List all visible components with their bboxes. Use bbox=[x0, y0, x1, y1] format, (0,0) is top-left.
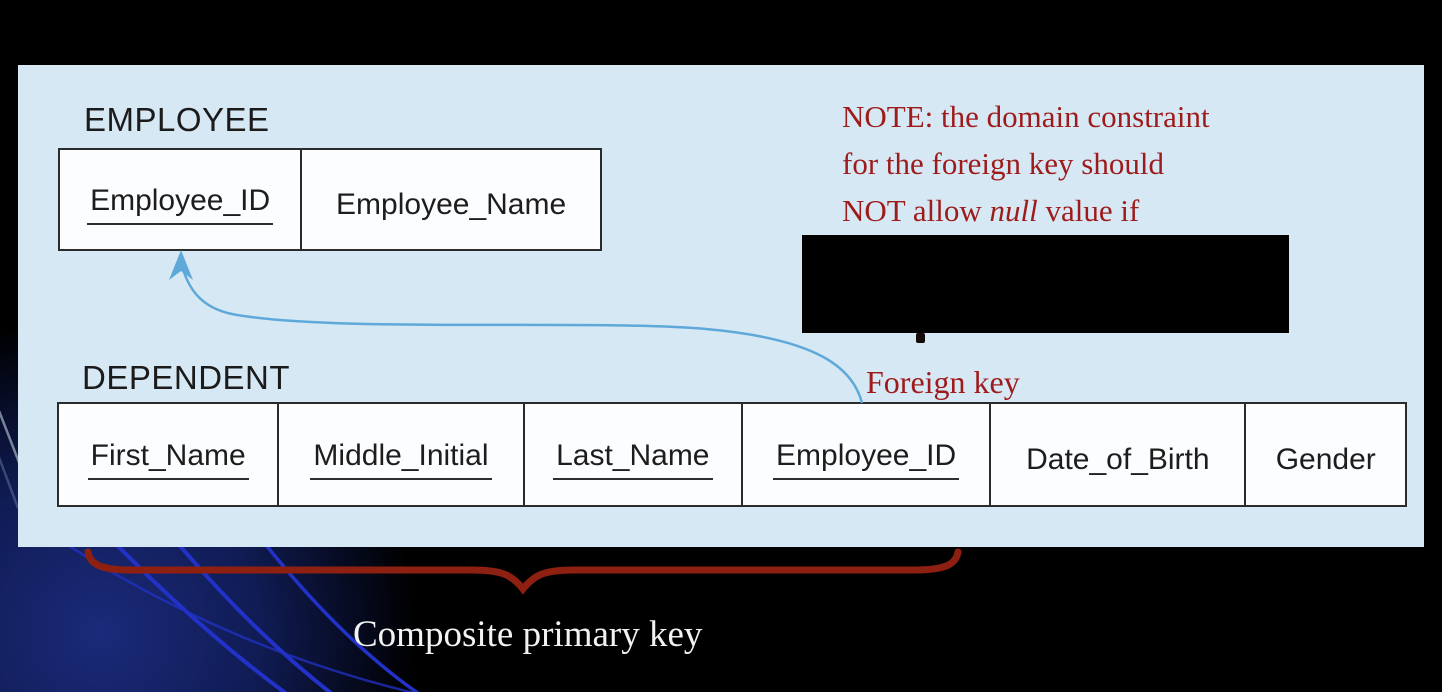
dependent-col-last-name-text: Last_Name bbox=[553, 439, 713, 480]
redacted-black-box bbox=[802, 235, 1289, 333]
dependent-col-date-of-birth-text: Date_of_Birth bbox=[1026, 442, 1210, 476]
dependent-col-gender: Gender bbox=[1246, 404, 1405, 505]
composite-primary-key-label: Composite primary key bbox=[353, 614, 703, 655]
note-line-2: for the foreign key should bbox=[842, 146, 1164, 181]
note-line-3: NOT allow null value if bbox=[842, 193, 1140, 228]
dependent-col-first-name-text: First_Name bbox=[87, 439, 249, 480]
employee-col-employee-id: Employee_ID bbox=[60, 150, 303, 249]
dependent-col-middle-initial-text: Middle_Initial bbox=[310, 439, 492, 480]
dependent-table: First_Name Middle_Initial Last_Name Empl… bbox=[57, 402, 1407, 507]
dependent-col-employee-id-text: Employee_ID bbox=[773, 439, 960, 480]
note-null-italic: null bbox=[989, 193, 1038, 228]
dependent-col-date-of-birth: Date_of_Birth bbox=[991, 404, 1247, 505]
dependent-col-gender-text: Gender bbox=[1275, 442, 1376, 476]
employee-col-employee-name: Employee_Name bbox=[302, 150, 600, 249]
employee-col-employee-id-text: Employee_ID bbox=[87, 184, 274, 225]
redacted-stray-mark bbox=[916, 333, 925, 343]
dependent-col-first-name: First_Name bbox=[59, 404, 280, 505]
employee-table-label: EMPLOYEE bbox=[84, 101, 270, 138]
employee-table: Employee_ID Employee_Name bbox=[58, 148, 602, 251]
dependent-col-last-name: Last_Name bbox=[525, 404, 743, 505]
note-line-1: NOTE: the domain constraint bbox=[842, 99, 1210, 134]
dependent-table-label: DEPENDENT bbox=[82, 359, 291, 396]
foreign-key-label: Foreign key bbox=[866, 364, 1020, 400]
note-annotation: NOTE: the domain constraint for the fore… bbox=[842, 93, 1362, 234]
dependent-col-middle-initial: Middle_Initial bbox=[279, 404, 525, 505]
employee-col-employee-name-text: Employee_Name bbox=[336, 187, 567, 221]
dependent-col-employee-id: Employee_ID bbox=[743, 404, 992, 505]
